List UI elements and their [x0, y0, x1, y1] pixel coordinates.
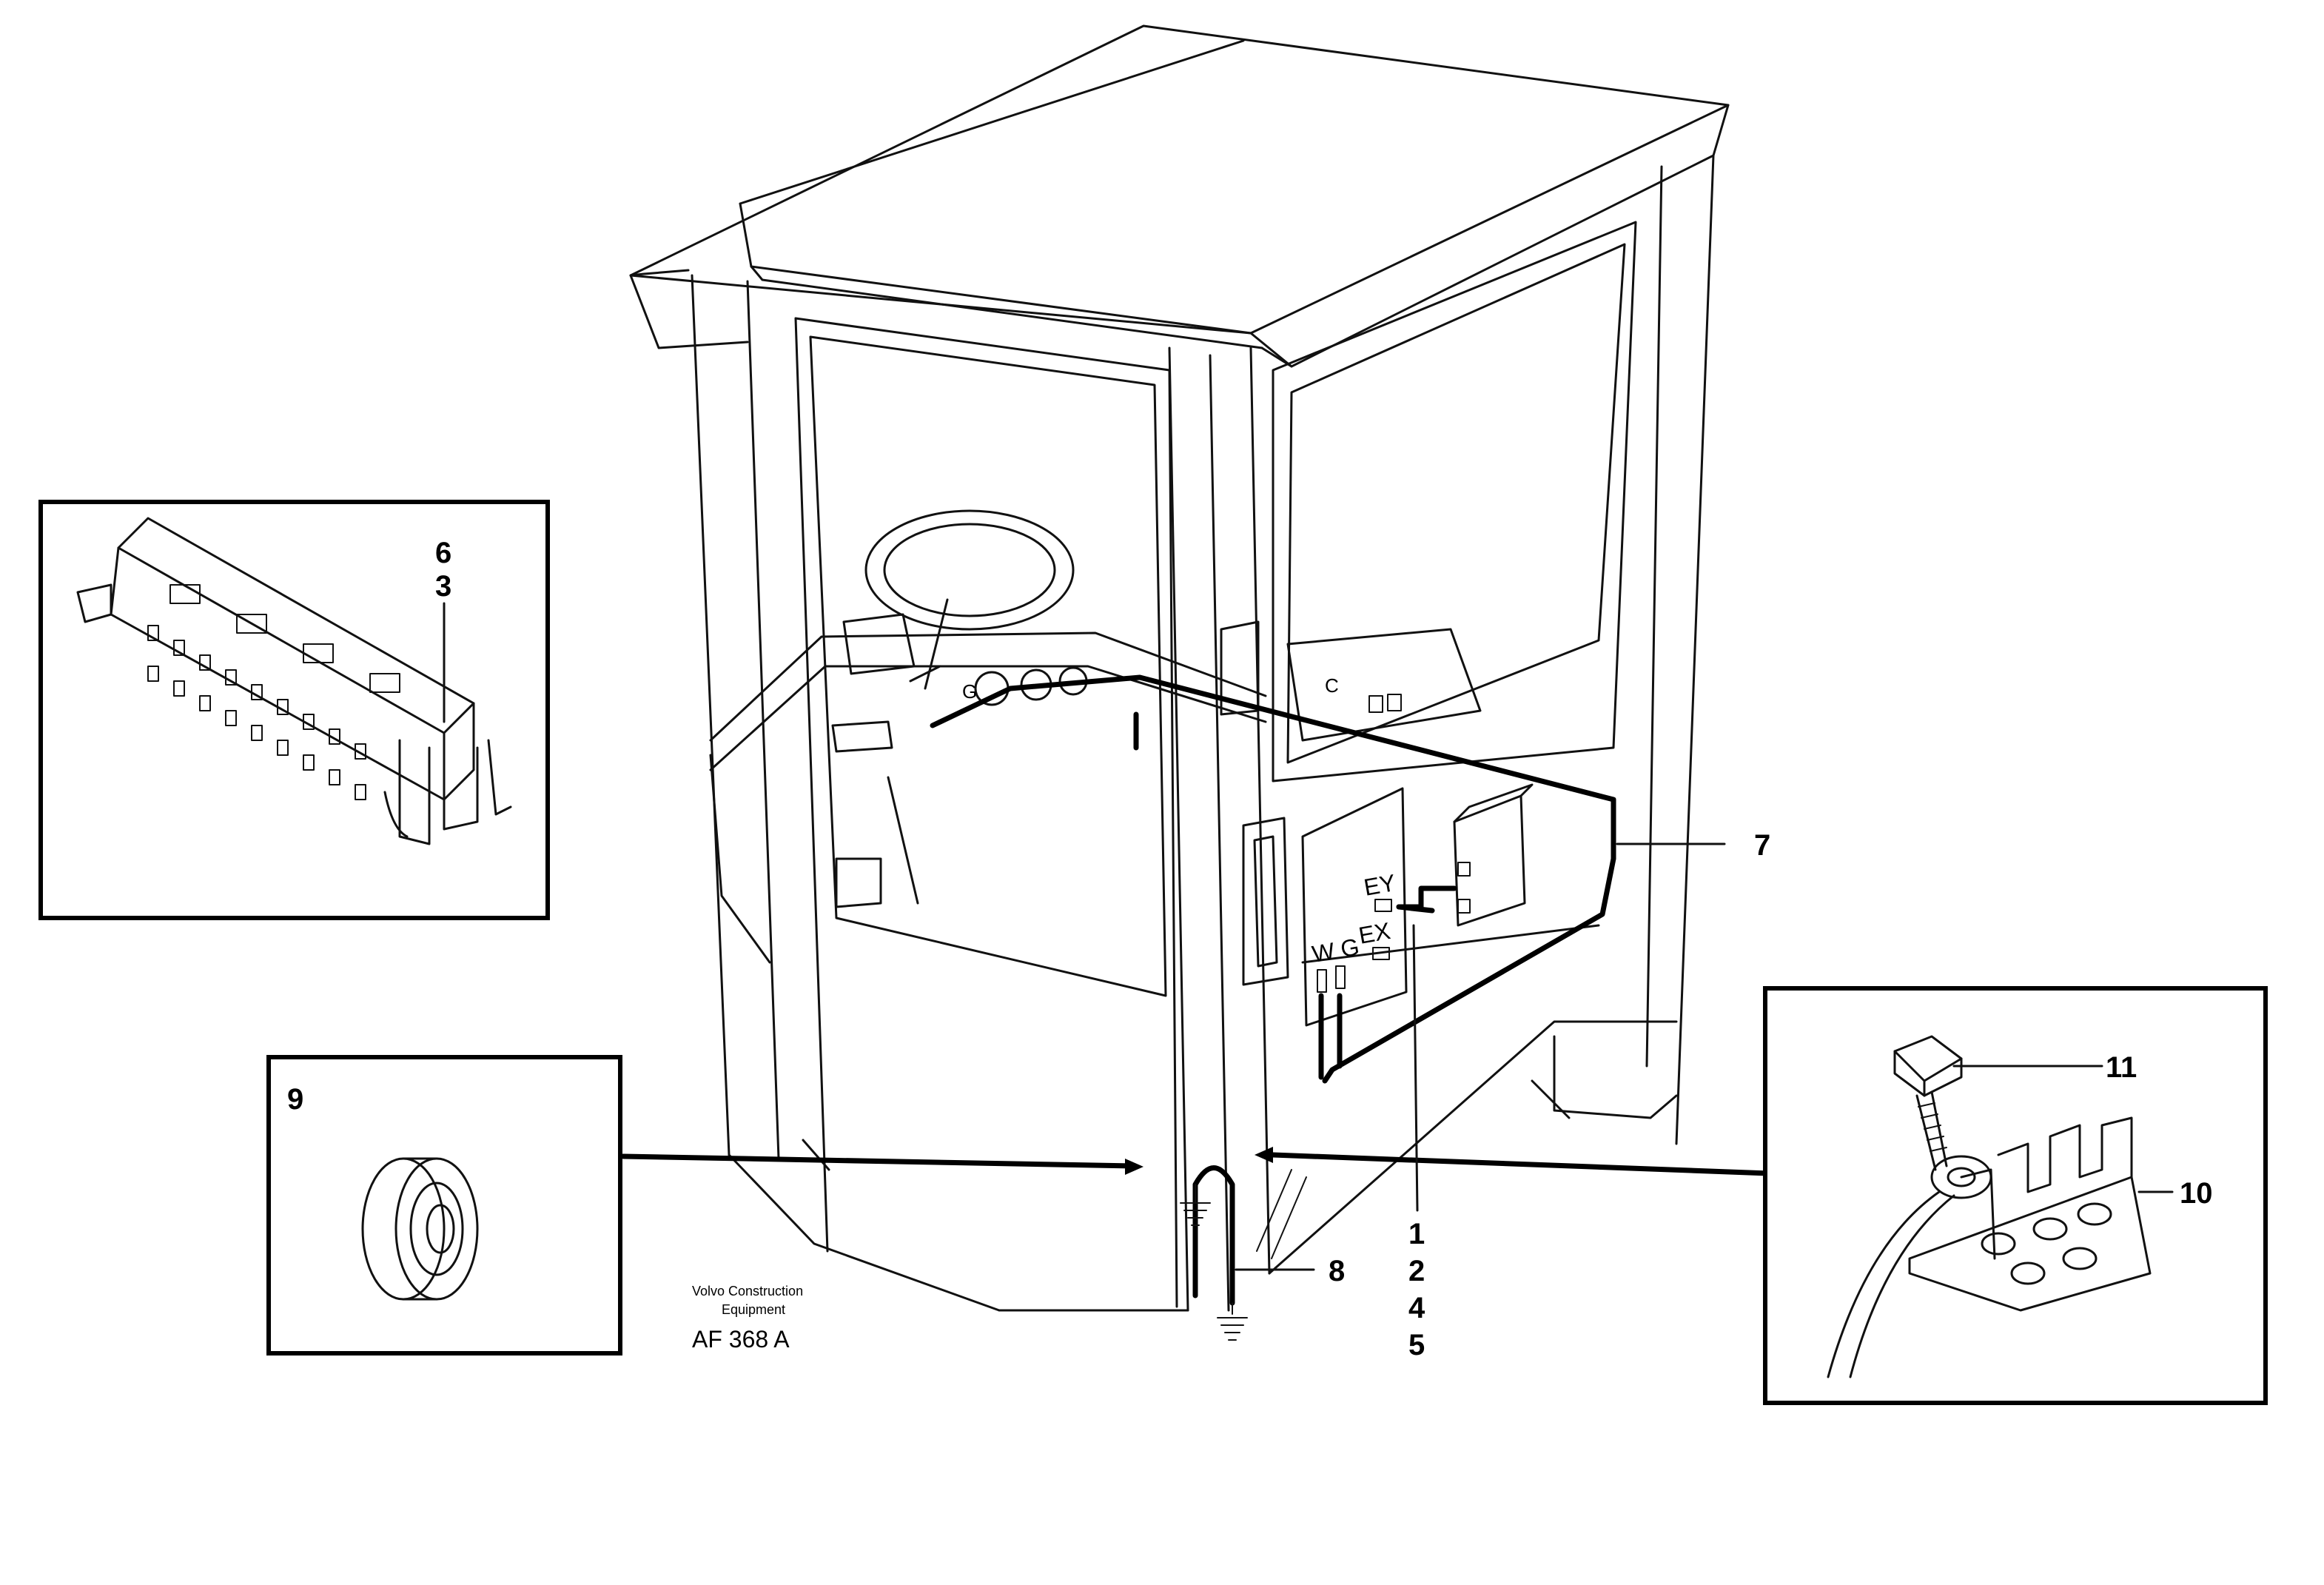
callout-10: 10 [2180, 1177, 2213, 1210]
figure-code: AF 368 A [692, 1326, 790, 1353]
detail-box-ground-bracket: 11 10 [1763, 986, 2268, 1405]
figure-footer: Volvo Construction Equipment AF 368 A [692, 1284, 803, 1353]
pointer-arrows [620, 1147, 1772, 1176]
callout-5: 5 [1408, 1329, 1425, 1361]
cable-harness-7 [930, 674, 1616, 1084]
bracket-illustration [1827, 1035, 2152, 1378]
callout-3: 3 [435, 570, 451, 603]
callout-4: 4 [1408, 1292, 1425, 1324]
dash-c-label: C [1325, 674, 1339, 697]
leader-lines [1235, 842, 1726, 1271]
electrical-panel: EY EX W G [1242, 783, 1534, 1027]
arrow-head-right [1255, 1147, 1273, 1163]
dash-gauge-label: G [962, 680, 977, 703]
cab-frame [691, 154, 1715, 1312]
connector-ey-label: EY [1362, 869, 1397, 901]
callout-7: 7 [1754, 829, 1770, 862]
callout-2: 2 [1408, 1255, 1425, 1287]
arrow-head-left [1125, 1159, 1143, 1175]
cab-roof [629, 24, 1730, 368]
callout-9: 9 [287, 1083, 303, 1116]
connector-ex-label: EX [1357, 917, 1392, 949]
connector-wg-label: W G [1310, 933, 1361, 968]
callout-6: 6 [435, 537, 451, 569]
ground-cable-8 [1180, 1165, 1307, 1341]
detail-box-grommet: 9 [266, 1055, 622, 1356]
fuse-holder-illustration [76, 517, 512, 845]
grommet-illustration [361, 1157, 479, 1301]
cab-illustration: G C EY EX W G [629, 24, 1730, 1312]
dashboard: G C [709, 509, 1482, 908]
detail-box-fuse-holder: 6 3 [38, 500, 550, 920]
callout-1: 1 [1408, 1218, 1425, 1250]
company-name-line2: Equipment [722, 1302, 785, 1317]
callout-11: 11 [2106, 1051, 2137, 1084]
callout-8: 8 [1329, 1255, 1345, 1287]
fuse-slots [147, 584, 400, 800]
company-name-line1: Volvo Construction [692, 1284, 803, 1299]
